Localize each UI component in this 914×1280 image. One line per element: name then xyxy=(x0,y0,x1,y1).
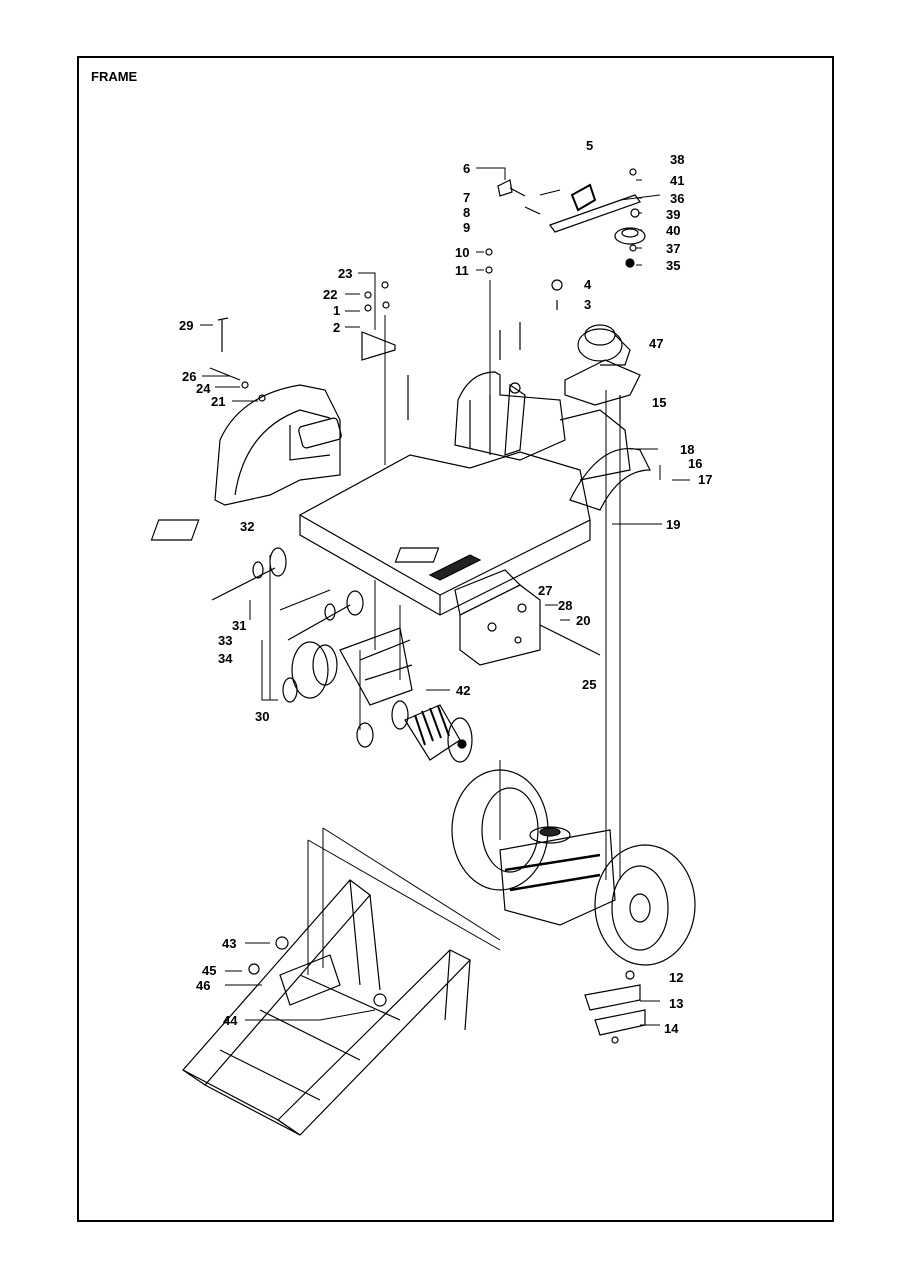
right-fender xyxy=(569,448,651,511)
callout-11: 11 xyxy=(455,263,469,278)
callout-36: 36 xyxy=(670,191,684,206)
callout-5: 5 xyxy=(586,138,593,153)
callout-20: 20 xyxy=(576,613,590,628)
callout-12: 12 xyxy=(669,970,683,985)
diagram-artwork xyxy=(150,167,696,1136)
callout-19: 19 xyxy=(666,517,680,532)
callout-1: 1 xyxy=(333,303,340,318)
callout-13: 13 xyxy=(669,996,683,1011)
callout-41: 41 xyxy=(670,173,684,188)
lower-frame xyxy=(182,879,472,1136)
callout-7: 7 xyxy=(463,190,470,205)
callout-leaders xyxy=(200,167,690,1026)
callout-34: 34 xyxy=(218,651,233,666)
callout-4: 4 xyxy=(584,277,592,292)
callout-29: 29 xyxy=(179,318,193,333)
small-hardware xyxy=(209,179,621,420)
frame-plate xyxy=(150,451,591,616)
callout-44: 44 xyxy=(223,1013,238,1028)
callout-28: 28 xyxy=(558,598,572,613)
callout-18: 18 xyxy=(680,442,694,457)
callout-labels: 5 6 7 8 9 10 11 38 41 36 39 40 37 35 4 3… xyxy=(179,138,712,1036)
callout-30: 30 xyxy=(255,709,269,724)
clutch-drum xyxy=(356,700,473,763)
callout-43: 43 xyxy=(222,936,236,951)
rear-console xyxy=(454,359,641,481)
callout-45: 45 xyxy=(202,963,216,978)
callout-38: 38 xyxy=(670,152,684,167)
leader-lines xyxy=(269,189,661,975)
callout-15: 15 xyxy=(652,395,666,410)
callout-32: 32 xyxy=(240,519,254,534)
callout-31: 31 xyxy=(232,618,246,633)
callout-46: 46 xyxy=(196,978,210,993)
callout-23: 23 xyxy=(338,266,352,281)
callout-9: 9 xyxy=(463,220,470,235)
callout-33: 33 xyxy=(218,633,232,648)
callout-8: 8 xyxy=(463,205,470,220)
belt-cover xyxy=(214,384,342,506)
callout-24: 24 xyxy=(196,381,211,396)
callout-26: 26 xyxy=(182,369,196,384)
callout-42: 42 xyxy=(456,683,470,698)
axle-brackets xyxy=(584,970,646,1044)
callout-27: 27 xyxy=(538,583,552,598)
callout-39: 39 xyxy=(666,207,680,222)
callout-3: 3 xyxy=(584,297,591,312)
transaxle-assembly xyxy=(451,769,696,966)
callout-6: 6 xyxy=(463,161,470,176)
page-title: FRAME xyxy=(91,69,138,84)
callout-40: 40 xyxy=(666,223,680,238)
callout-47: 47 xyxy=(649,336,663,351)
callout-17: 17 xyxy=(698,472,712,487)
callout-21: 21 xyxy=(211,394,225,409)
page-frame xyxy=(77,56,834,1222)
callout-35: 35 xyxy=(666,258,680,273)
callout-10: 10 xyxy=(455,245,469,260)
callout-22: 22 xyxy=(323,287,337,302)
callout-37: 37 xyxy=(666,241,680,256)
callout-2: 2 xyxy=(333,320,340,335)
gearbox-cover xyxy=(454,569,601,666)
callout-14: 14 xyxy=(664,1021,679,1036)
callout-25: 25 xyxy=(582,677,596,692)
callout-16: 16 xyxy=(688,456,702,471)
